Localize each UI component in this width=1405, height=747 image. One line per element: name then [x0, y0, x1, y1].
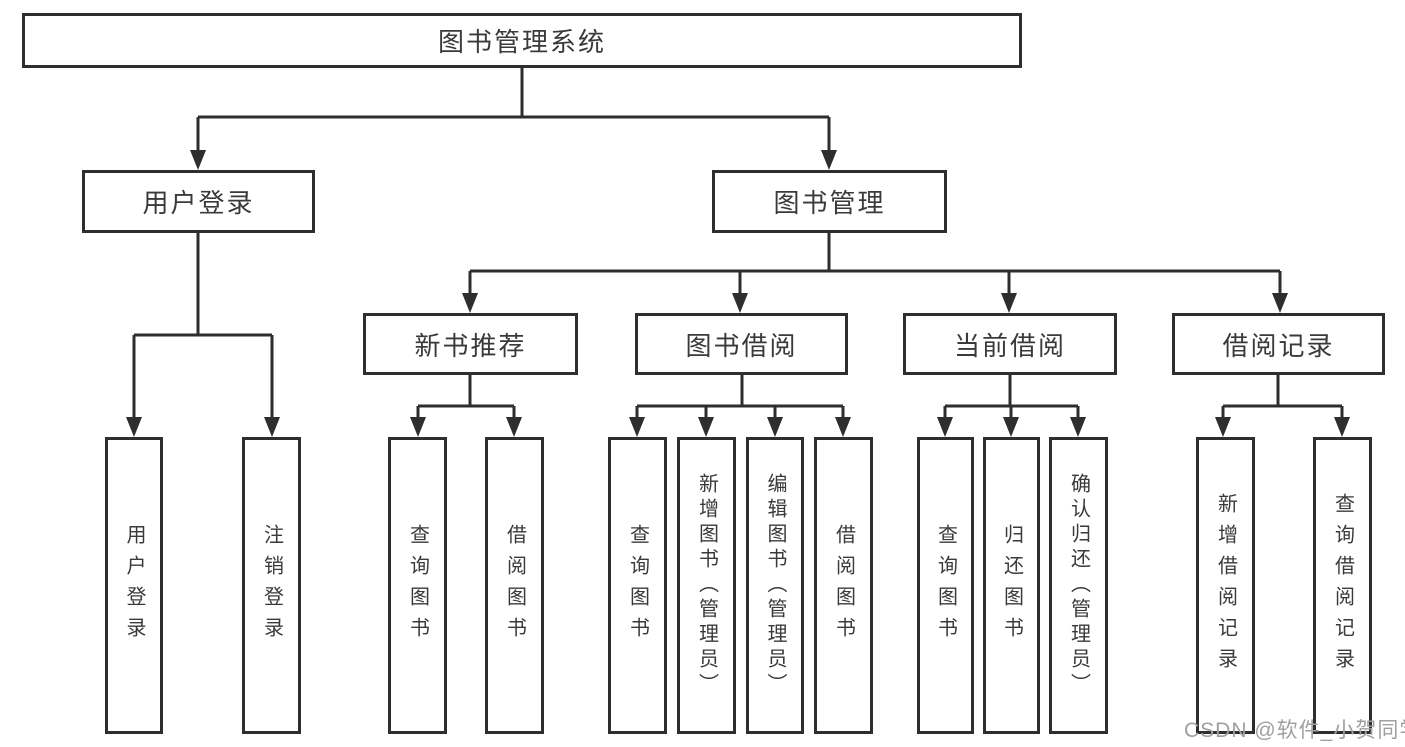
- node-borrowing-records: 借阅记录: [1172, 313, 1385, 375]
- leaf-label: 借阅图书: [503, 523, 526, 648]
- node-label: 图书管理系统: [437, 27, 606, 57]
- leaf-logout-login: 注销登录: [242, 437, 301, 734]
- leaf-records-add-borrow-record: 新增借阅记录: [1196, 437, 1255, 734]
- node-label: 新书推荐: [414, 330, 527, 361]
- leaf-label: 编辑图书（管理员）: [764, 473, 786, 698]
- leaf-recommend-query-books: 查询图书: [388, 437, 447, 734]
- leaf-records-query-borrow-record: 查询借阅记录: [1313, 437, 1372, 734]
- node-label: 当前借阅: [953, 330, 1066, 361]
- leaf-label: 查询图书: [626, 523, 649, 648]
- node-label: 借阅记录: [1222, 330, 1335, 361]
- node-book-borrowing: 图书借阅: [635, 313, 848, 375]
- node-book-management: 图书管理: [712, 170, 947, 233]
- node-label: 用户登录: [142, 188, 255, 218]
- leaf-current-return-books: 归还图书: [983, 437, 1040, 734]
- leaf-label: 查询图书: [406, 523, 429, 648]
- leaf-label: 查询借阅记录: [1331, 492, 1354, 679]
- node-user-login: 用户登录: [82, 170, 315, 233]
- node-new-book-recommend: 新书推荐: [363, 313, 578, 375]
- leaf-recommend-borrow-books: 借阅图书: [485, 437, 544, 734]
- node-library-system: 图书管理系统: [22, 13, 1022, 68]
- leaf-label: 归还图书: [1000, 523, 1023, 648]
- leaf-label: 确认归还（管理员）: [1067, 473, 1090, 698]
- leaf-label: 用户登录: [123, 523, 145, 648]
- leaf-label: 注销登录: [260, 523, 283, 648]
- node-label: 图书管理: [773, 188, 886, 218]
- leaf-current-confirm-return-admin: 确认归还（管理员）: [1049, 437, 1108, 734]
- csdn-watermark: CSDN @软件_小贺同学: [1184, 719, 1405, 742]
- leaf-label: 新增借阅记录: [1214, 492, 1237, 679]
- leaf-label: 借阅图书: [832, 523, 855, 648]
- node-current-borrowing: 当前借阅: [903, 313, 1117, 375]
- leaf-borrowing-edit-books-admin: 编辑图书（管理员）: [746, 437, 804, 734]
- leaf-borrowing-borrow-books: 借阅图书: [814, 437, 873, 734]
- leaf-borrowing-add-books-admin: 新增图书（管理员）: [677, 437, 736, 734]
- leaf-label: 新增图书（管理员）: [695, 473, 718, 698]
- leaf-user-login: 用户登录: [105, 437, 163, 734]
- leaf-current-query-books: 查询图书: [917, 437, 974, 734]
- node-label: 图书借阅: [685, 330, 798, 361]
- leaf-borrowing-query-books: 查询图书: [608, 437, 667, 734]
- leaf-label: 查询图书: [934, 523, 957, 648]
- arrowheads: [126, 150, 1350, 437]
